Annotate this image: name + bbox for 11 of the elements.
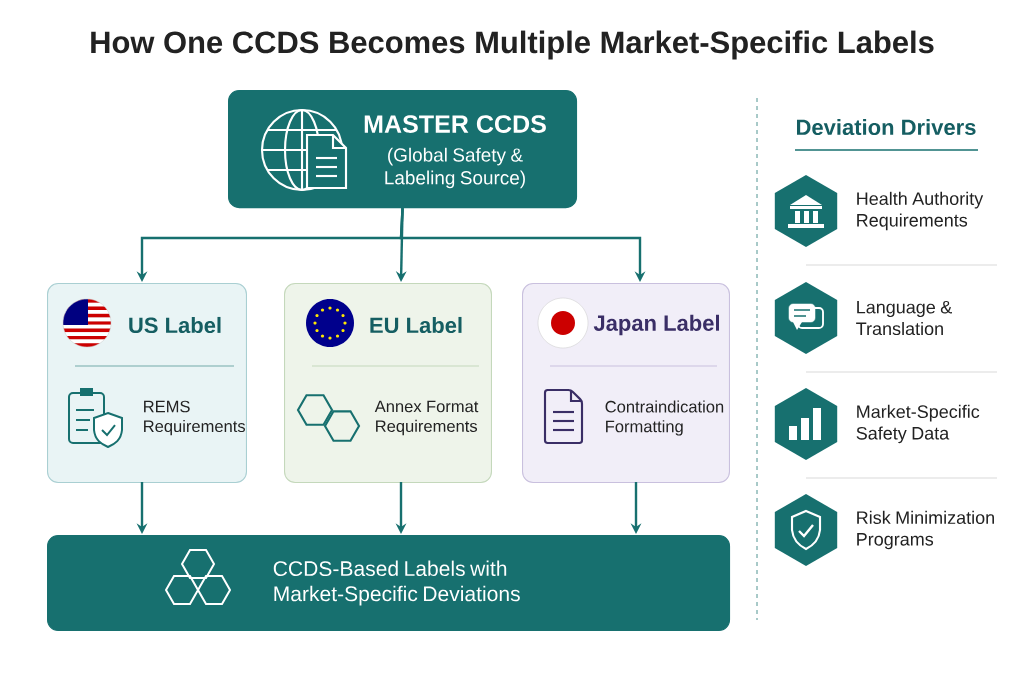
label-card: US Label REMS Requirements (47, 283, 247, 483)
driver-label: Language & Translation (856, 300, 952, 336)
panel-heading: Deviation Drivers (797, 118, 976, 136)
label-card: EU Label Annex Format Requirements (284, 283, 492, 483)
source-box: MASTER CCDS (Global Safety & Labeling Source) (228, 90, 578, 209)
label-card: Japan Label Contraindication Formatting (522, 283, 730, 483)
result-box: CCDS-Based Labels with Market-Specific Deviations (47, 535, 731, 631)
driver-label: Risk Minimization Programs (857, 510, 994, 550)
driver-label: Market-Specific Safety Data (856, 404, 980, 444)
driver-label: Health Authority Requirements (857, 191, 984, 231)
title: How One CCDS Becomes Multiple Market-Specific Labels (91, 30, 934, 60)
